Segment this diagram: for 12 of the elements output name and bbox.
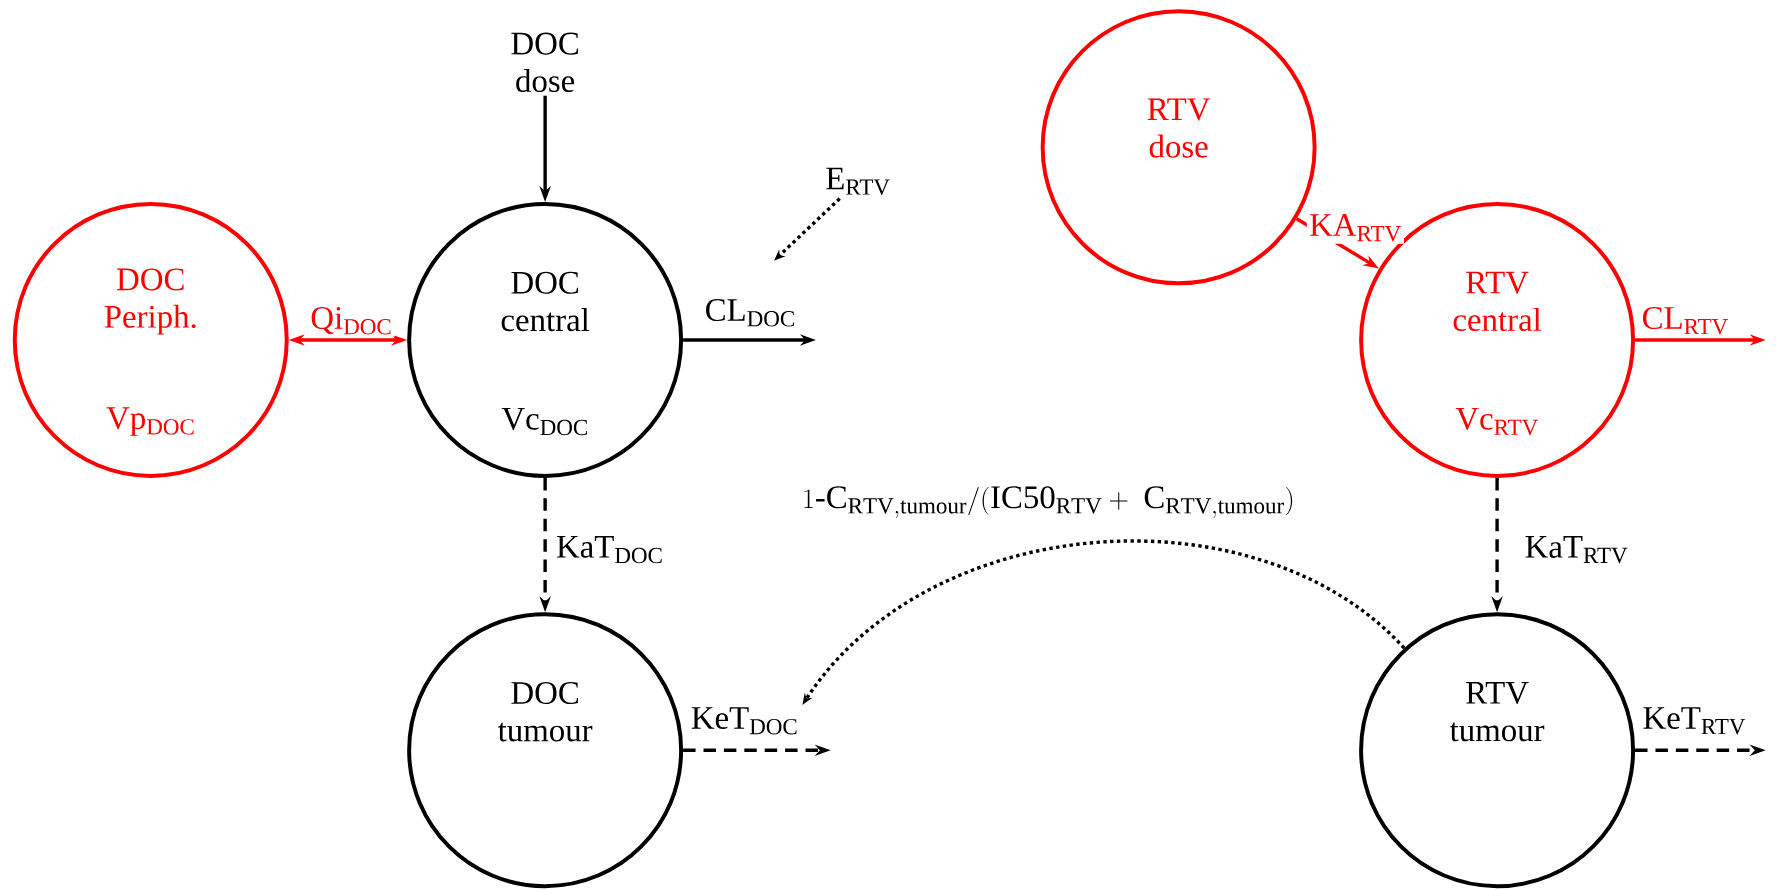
- edge-label: CL$_{DOC}$: [702, 296, 799, 329]
- edge-label: KeT$_{DOC}$: [688, 705, 801, 737]
- node-label: DOC dose: [511, 32, 578, 93]
- edge-label: Qi$_{DOC}$: [308, 304, 395, 337]
- edge-label: KeT$_{RTV}$: [1640, 705, 1749, 737]
- edge-label: CL$_{RTV}$: [1639, 304, 1732, 337]
- edge-label: KaT$_{DOC}$: [553, 533, 666, 566]
- edge-label: KA$_{RTV}$: [1306, 212, 1405, 244]
- edge-label: KaT$_{RTV}$: [1522, 533, 1631, 566]
- edge-label: $1\text{-}\mathrm{C}_{\mathrm{RTV,tumour}}/(\mathrm{IC50}_{\mathrm{RTV}}+\ \mathrm{C}_{\mathrm{RTV,tumour}})$: [799, 484, 1297, 521]
- node-label: E$_{RTV}$: [826, 167, 890, 196]
- arrow: [774, 197, 841, 261]
